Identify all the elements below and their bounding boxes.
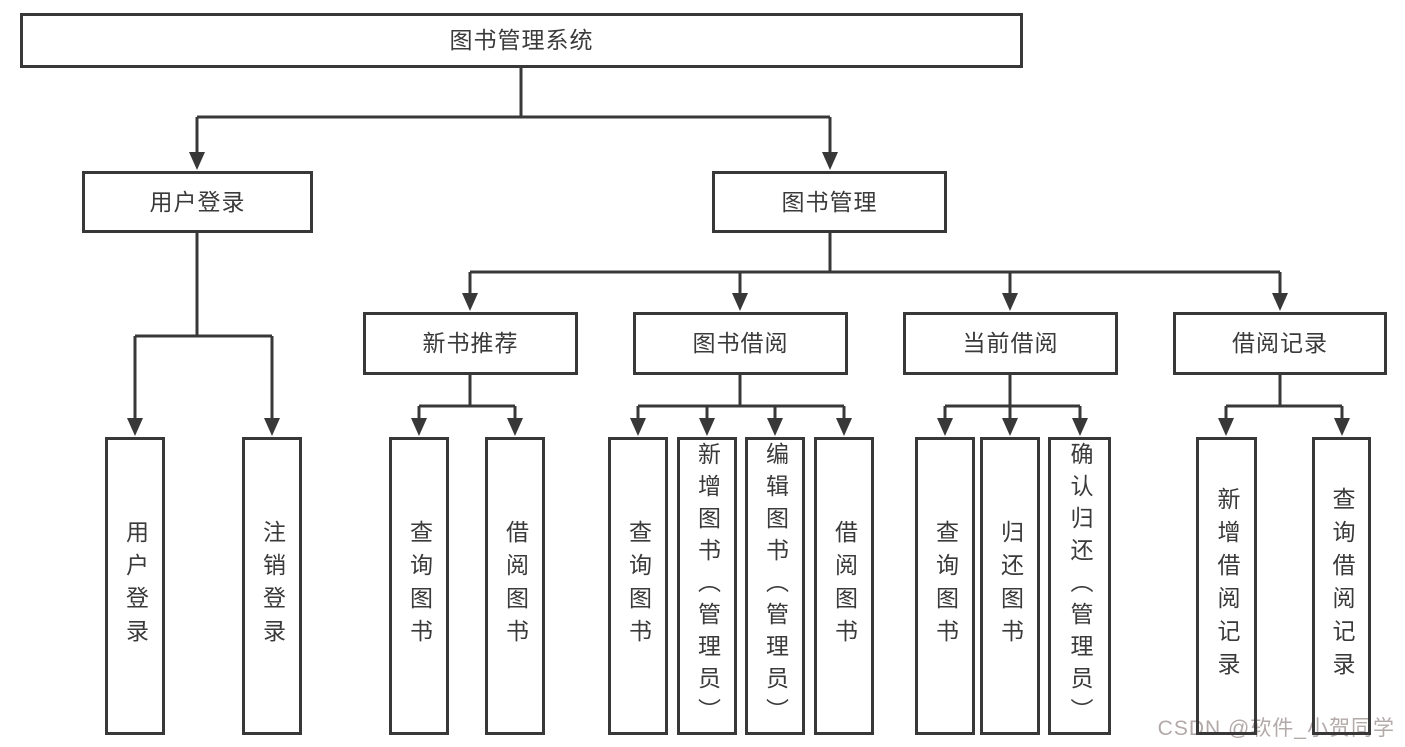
- leaf-query-books: 查询图书: [389, 437, 449, 735]
- node-label: 图书管理: [781, 188, 878, 215]
- csdn-watermark: CSDN @软件_小贺同学: [1157, 717, 1395, 740]
- leaf-query-borrow-record: 查询借阅记录: [1312, 437, 1371, 735]
- connectors: [127, 66, 1350, 436]
- node-borrow-records: 借阅记录: [1173, 312, 1387, 375]
- node-new-book-recommend: 新书推荐: [363, 312, 578, 375]
- node-label: 当前借阅: [962, 330, 1059, 356]
- node-label: 借阅记录: [1232, 330, 1328, 356]
- leaf-user-login: 用户登录: [105, 437, 165, 735]
- leaf-label: 查询图书: [406, 520, 433, 652]
- leaf-label: 新增图书（管理员）: [694, 442, 721, 730]
- node-label: 新书推荐: [422, 330, 519, 356]
- leaf-return-books: 归还图书: [980, 437, 1040, 735]
- node-user-login: 用户登录: [82, 171, 313, 233]
- connector-lines: [133, 66, 1344, 422]
- leaf-label: 确认归还（管理员）: [1067, 442, 1093, 730]
- leaf-label: 查询借阅记录: [1329, 487, 1355, 685]
- leaf-label: 查询图书: [625, 520, 652, 652]
- leaf-confirm-return-admin: 确认归还（管理员）: [1048, 437, 1111, 735]
- leaf-label: 注销登录: [259, 520, 286, 652]
- leaf-label: 编辑图书（管理员）: [762, 442, 789, 730]
- leaf-label: 借阅图书: [502, 520, 529, 652]
- arrowhead-icons: [127, 152, 1350, 436]
- node-label: 图书借阅: [692, 330, 789, 356]
- leaf-edit-book-admin: 编辑图书（管理员）: [745, 437, 805, 735]
- leaf-label: 新增借阅记录: [1214, 487, 1240, 685]
- node-library-management-system: 图书管理系统: [20, 13, 1023, 68]
- leaf-label: 查询图书: [932, 520, 959, 652]
- node-book-borrowing: 图书借阅: [633, 312, 848, 375]
- leaf-query-books: 查询图书: [608, 437, 668, 735]
- node-label: 图书管理系统: [449, 27, 594, 53]
- node-label: 用户登录: [149, 188, 246, 215]
- leaf-add-book-admin: 新增图书（管理员）: [677, 437, 737, 735]
- node-book-management: 图书管理: [712, 171, 947, 233]
- leaf-logout-login: 注销登录: [242, 437, 302, 735]
- node-current-borrowing: 当前借阅: [903, 312, 1118, 375]
- leaf-label: 借阅图书: [831, 520, 858, 652]
- leaf-query-books: 查询图书: [915, 437, 975, 735]
- leaf-borrow-books: 借阅图书: [485, 437, 545, 735]
- leaf-label: 归还图书: [997, 520, 1024, 652]
- leaf-label: 用户登录: [122, 520, 149, 652]
- leaf-borrow-books: 借阅图书: [814, 437, 874, 735]
- leaf-add-borrow-record: 新增借阅记录: [1196, 437, 1257, 735]
